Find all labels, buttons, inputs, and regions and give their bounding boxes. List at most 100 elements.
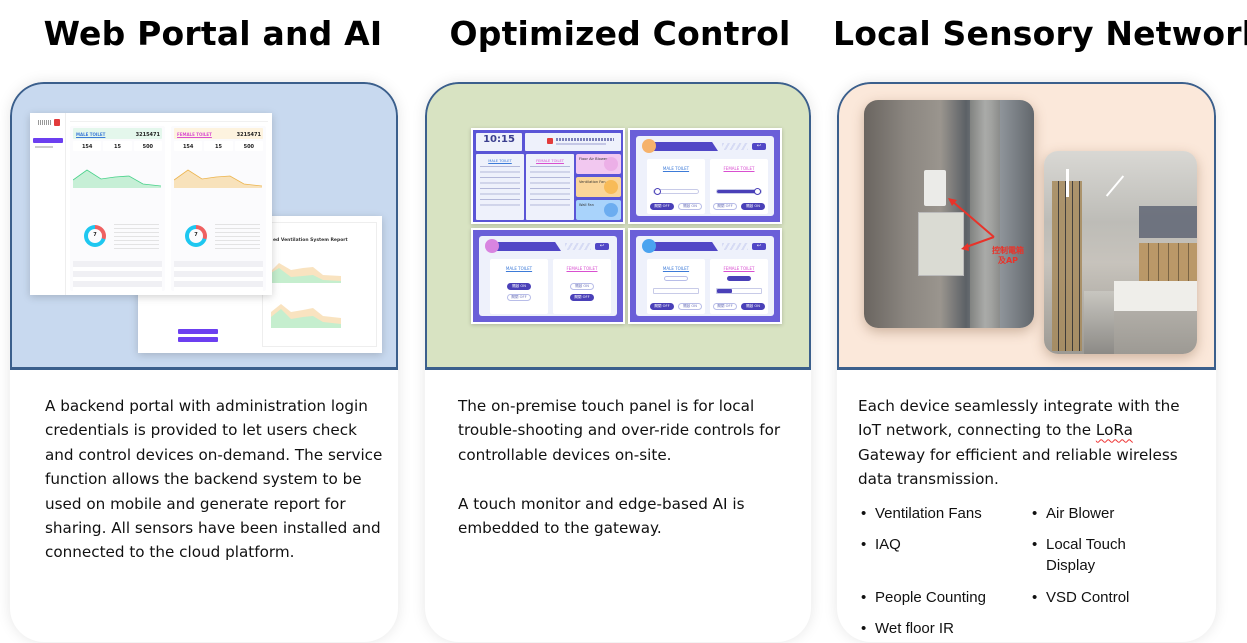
back-button[interactable]: ↩ (752, 143, 766, 150)
dashboard-male-column: MALE TOILET (476, 154, 524, 220)
control-box (918, 212, 964, 276)
male-env-donut: 7 (84, 225, 106, 247)
male-speed-selector[interactable] (653, 288, 699, 294)
male-env-list (114, 224, 159, 249)
back-button[interactable]: ↩ (595, 243, 609, 250)
female-fan-slider[interactable] (716, 188, 762, 195)
card-local-sensory-network: 控制電箱 及AP Each device seamlessly integrat… (837, 82, 1216, 642)
export-button (178, 337, 218, 342)
dashboard-sidebar (30, 113, 66, 295)
tile-ventilation-fan[interactable]: Ventilation Fan (576, 177, 621, 197)
restroom-photo (1044, 151, 1197, 354)
touch-panel-wall-fan: ↩ MALE TOILET 關閉 OFF 開啟 ON FEMALE TOILET… (628, 228, 782, 324)
ventilation-fan-icon (642, 139, 656, 153)
female-flow-line (174, 169, 263, 187)
male-wallfan-off-button[interactable]: 關閉 OFF (650, 303, 674, 310)
male-flow-area (73, 170, 161, 188)
male-today-count: 154 (73, 141, 102, 151)
female-toilet-label: FEMALE TOILET (177, 132, 212, 137)
wall-fan-icon (642, 239, 656, 253)
bullet-item: •Ventilation Fans (861, 505, 982, 522)
column-title-web-portal: Web Portal and AI (43, 14, 383, 53)
female-fan-control: FEMALE TOILET 關閉 OFF 開啟 ON (710, 159, 768, 214)
female-fan-slider-fill (717, 190, 761, 193)
male-wallfan-on-button[interactable]: 開啟 ON (678, 303, 702, 310)
report-document: ed Ventilation System Report (262, 222, 377, 347)
female-fan-on-button[interactable]: 開啟 ON (741, 203, 765, 210)
sidebar-item-dashboard (33, 138, 63, 143)
card-web-portal: ed Ventilation System Report (10, 82, 398, 642)
female-blower-on-button[interactable]: 開啟 ON (570, 283, 594, 290)
report-title: ed Ventilation System Report (273, 238, 348, 243)
air-blower-icon (485, 239, 499, 253)
male-passenger-flow-chart (73, 169, 162, 188)
tile-floor-air-blower[interactable]: Floor Air Blower (576, 154, 621, 174)
annotation-arrows (948, 198, 995, 251)
brand-logo (38, 119, 60, 126)
female-yesterday-count: 15 (204, 141, 233, 151)
female-fan-slider-knob (754, 188, 761, 195)
dashboard-female-column: FEMALE TOILET (526, 154, 574, 220)
female-oscillation-toggle[interactable] (727, 276, 751, 281)
female-wallfan-on-button[interactable]: 開啟 ON (741, 303, 765, 310)
control-box-photo: 控制電箱 及AP (864, 100, 1034, 328)
wall-fan-icon (604, 203, 618, 217)
back-button[interactable]: ↩ (752, 243, 766, 250)
touch-panel-dashboard: 10:15 MALE TOILET FEMALE TOILET Floor Ai… (471, 128, 625, 224)
male-fan-slider-knob (654, 188, 661, 195)
ventilation-fan-icon (604, 180, 618, 194)
gateway-device (924, 170, 946, 206)
bullet-item: •IAQ (861, 536, 901, 553)
male-oscillation-toggle[interactable] (664, 276, 688, 281)
bullet-item: •Wet floor IR (861, 620, 954, 637)
female-blower-control: FEMALE TOILET 開啟 ON 關閉 OFF (553, 259, 611, 314)
female-blower-off-button[interactable]: 關閉 OFF (570, 294, 594, 301)
touch-panel-brand-header (525, 133, 621, 151)
report-chart-1 (271, 263, 341, 283)
female-speed-selector[interactable] (716, 288, 762, 294)
female-wallfan-control: FEMALE TOILET 關閉 OFF 開啟 ON (710, 259, 768, 314)
female-toilet-panel: FEMALE TOILET 3215471 154 15 500 7 (171, 126, 266, 291)
air-blower-icon (604, 157, 618, 171)
portal-screenshot-area: ed Ventilation System Report (10, 82, 398, 370)
bullet-item: •People Counting (861, 589, 986, 606)
optimized-control-description: The on-premise touch panel is for local … (458, 394, 797, 565)
photo-annotation: 控制電箱 及AP (992, 246, 1024, 265)
male-flow-line (73, 169, 162, 187)
male-fan-on-button[interactable]: 開啟 ON (678, 203, 702, 210)
sensory-network-paragraph: Each device seamlessly integrate with th… (858, 397, 1180, 489)
female-today-count: 154 (174, 141, 203, 151)
touch-panel-screens-area (425, 82, 811, 370)
male-yesterday-count: 15 (103, 141, 132, 151)
optimized-control-paragraph-2: A touch monitor and edge-based AI is emb… (458, 494, 745, 538)
male-toilet-panel: MALE TOILET 3215471 154 15 500 7 (70, 126, 165, 291)
preview-button (178, 329, 218, 334)
male-fan-control: MALE TOILET 關閉 OFF 開啟 ON (647, 159, 705, 214)
male-equipment-table (73, 261, 162, 291)
tile-wall-fan[interactable]: Wall Fan (576, 200, 621, 220)
male-blower-off-button[interactable]: 關閉 OFF (507, 294, 531, 301)
dashboard-window: MALE TOILET 3215471 154 15 500 7 FEMALE … (30, 113, 272, 295)
male-blower-on-button[interactable]: 開啟 ON (507, 283, 531, 290)
column-title-optimized-control: Optimized Control (449, 14, 791, 53)
sidebar-item-reports (35, 146, 53, 148)
report-area-green-2 (271, 309, 341, 328)
male-fan-slider[interactable] (653, 188, 699, 195)
male-total-count: 3215471 (135, 132, 160, 138)
female-passenger-flow-chart (174, 169, 263, 188)
female-env-donut: 7 (185, 225, 207, 247)
column-title-local-sensory-network: Local Sensory Network (833, 14, 1247, 53)
male-toilet-label: MALE TOILET (76, 132, 106, 137)
male-fan-off-button[interactable]: 關閉 OFF (650, 203, 674, 210)
female-wallfan-off-button[interactable]: 關閉 OFF (713, 303, 737, 310)
dashboard-topbar (70, 116, 268, 122)
female-equipment-table (174, 261, 263, 291)
male-blower-control: MALE TOILET 開啟 ON 關閉 OFF (490, 259, 548, 314)
bullet-item: •VSD Control (1032, 589, 1130, 606)
female-fan-off-button[interactable]: 關閉 OFF (713, 203, 737, 210)
female-env-list (215, 224, 260, 249)
male-wallfan-control: MALE TOILET 關閉 OFF 開啟 ON (647, 259, 705, 314)
web-portal-description: A backend portal with administration log… (45, 394, 384, 589)
touch-panel-ventilation-fan: ↩ MALE TOILET 關閉 OFF 開啟 ON FEMALE TOILET… (628, 128, 782, 224)
sensory-network-description: Each device seamlessly integrate with th… (858, 394, 1202, 516)
